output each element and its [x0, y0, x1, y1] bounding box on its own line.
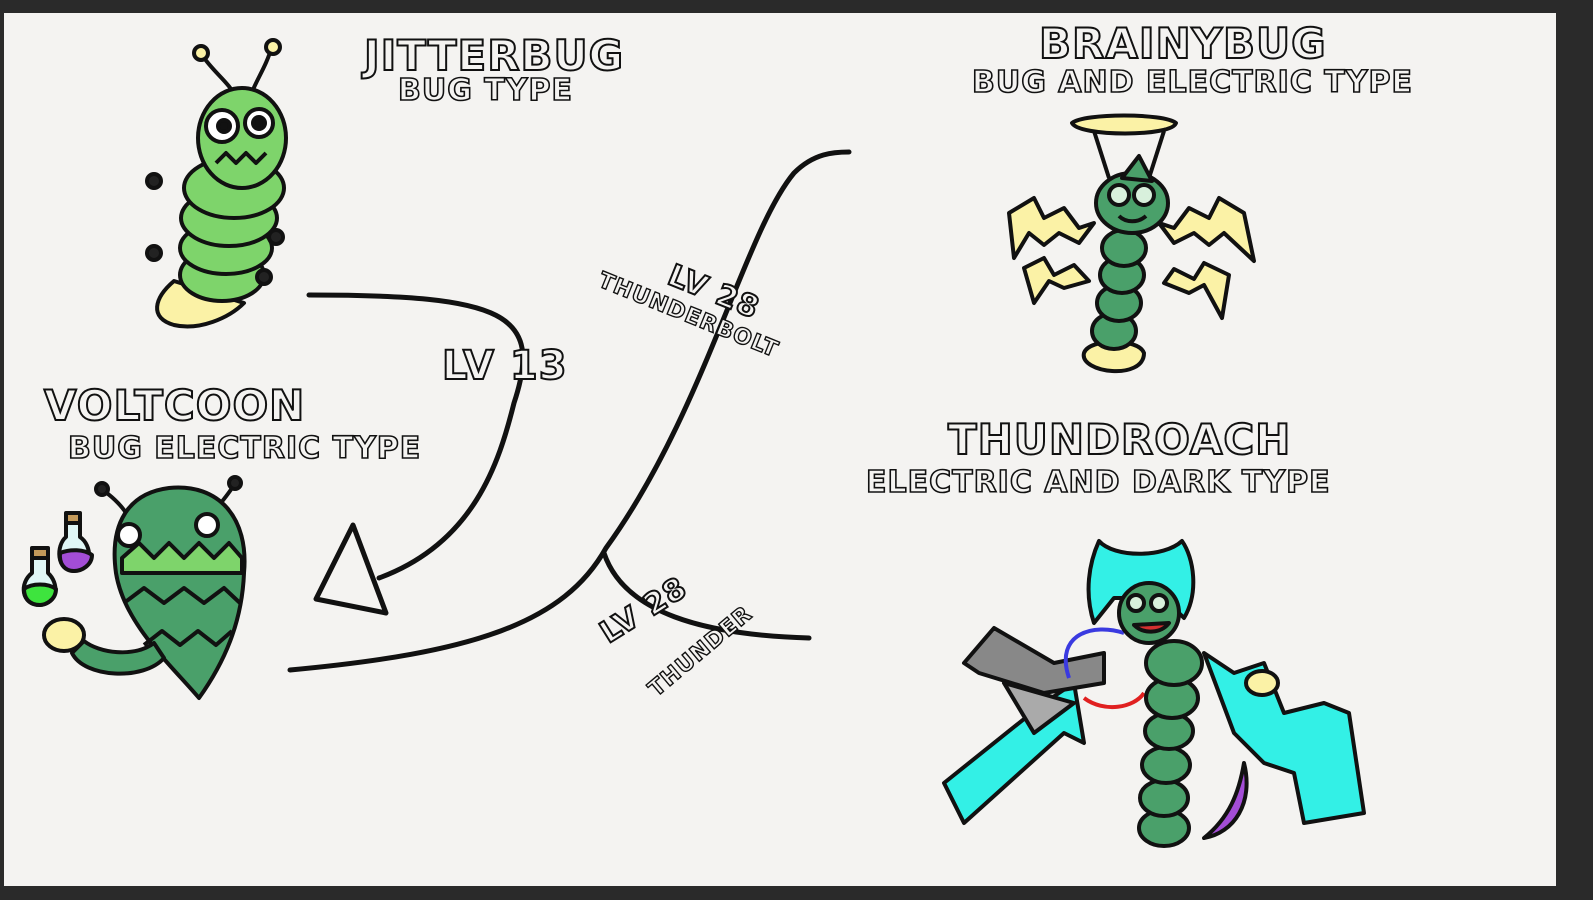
- evolution-arrow-voltcoon: [306, 292, 526, 581]
- jitterbug-name: JITTERBUG: [363, 30, 625, 81]
- voltcoon-drawing: [21, 475, 247, 700]
- voltcoon-name: VOLTCOON: [43, 380, 306, 431]
- brainybug-drawing: [1007, 113, 1256, 374]
- evolution-line-brainybug: [287, 149, 852, 673]
- evolution-level-voltcoon: LV 13: [441, 342, 568, 390]
- brainybug-type: BUG AND ELECTRIC TYPE: [971, 64, 1413, 101]
- thundroach-type: ELECTRIC AND DARK TYPE: [865, 464, 1331, 501]
- jitterbug-drawing: [145, 38, 288, 329]
- brainybug-name: BRAINYBUG: [1038, 18, 1327, 69]
- thundroach-name: THUNDROACH: [947, 414, 1292, 465]
- drawing-canvas: JITTERBUG BUG TYPE VOLTCOON BUG ELECTRIC…: [4, 13, 1556, 886]
- evolution-line-thundroach: [601, 550, 812, 641]
- voltcoon-type: BUG ELECTRIC TYPE: [67, 430, 422, 467]
- thundroach-drawing: [942, 539, 1366, 848]
- arrowhead: [313, 522, 389, 616]
- jitterbug-type: BUG TYPE: [397, 72, 573, 109]
- evolution-diagram: [21, 38, 1366, 848]
